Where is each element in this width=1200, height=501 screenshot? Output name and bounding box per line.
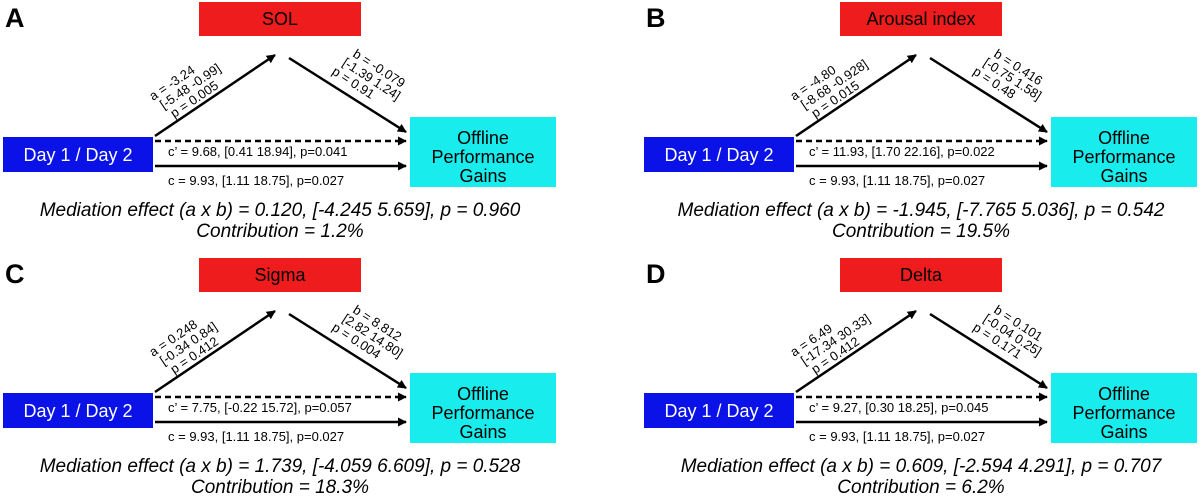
- predictor-label: Day 1 / Day 2: [23, 145, 132, 165]
- mediator-label: Arousal index: [866, 9, 975, 29]
- path-a-arrow: [154, 309, 276, 394]
- path-b-stats: b = 0.101[-0.04 0.25]p = 0.171: [970, 302, 1045, 362]
- mediator-box: Sigma: [199, 258, 361, 292]
- path-b-stats: b = -0.079[-1.39 1.24]p = 0.91: [329, 46, 407, 103]
- panel-a: A SOL Day 1 / Day 2 OfflinePerformanceGains…: [3, 2, 556, 242]
- outcome-label-line: Performance: [431, 403, 534, 423]
- predictor-box-fill: [644, 393, 794, 428]
- outcome-box-fill: [410, 373, 556, 443]
- total-effect-stat: c = 9.93, [1.11 18.75], p=0.027: [168, 429, 344, 444]
- path-a-stats: a = 6.49[-17.34 30.33]p = 0.412: [787, 311, 872, 377]
- contribution: Contribution = 18.3%: [191, 477, 369, 498]
- predictor-box-fill: [644, 137, 794, 172]
- predictor-box: Day 1 / Day 2: [644, 393, 794, 428]
- direct-effect-stat: c’ = 9.68, [0.41 18.94], p=0.041: [168, 144, 348, 159]
- predictor-label: Day 1 / Day 2: [23, 401, 132, 421]
- mediator-label: Sigma: [254, 265, 306, 285]
- predictor-box: Day 1 / Day 2: [644, 137, 794, 172]
- predictor-box: Day 1 / Day 2: [3, 137, 153, 172]
- mediation-effect: Mediation effect (a x b) = 1.739, [-4.05…: [40, 456, 521, 477]
- path-b-arrow: [288, 56, 407, 134]
- mediator-box-fill: [199, 258, 361, 292]
- mediation-effect: Mediation effect (a x b) = 0.120, [-4.24…: [40, 200, 521, 221]
- path-b-arrow: [288, 312, 407, 390]
- path-b-stats: b = 8.812[2.82 14.80]p = 0.004: [329, 302, 405, 362]
- mediator-box-fill: [840, 2, 1002, 36]
- outcome-label-line: Gains: [459, 422, 506, 442]
- predictor-box: Day 1 / Day 2: [3, 393, 153, 428]
- path-b-arrow: [929, 312, 1048, 390]
- predictor-box-fill: [3, 393, 153, 428]
- mediator-box: Arousal index: [840, 2, 1002, 36]
- panel-letter: B: [646, 3, 666, 33]
- outcome-box-fill: [1051, 117, 1197, 187]
- panel-letter: D: [646, 259, 666, 289]
- mediator-box-fill: [199, 2, 361, 36]
- outcome-label-line: Gains: [1100, 166, 1147, 186]
- direct-effect-stat: c’ = 11.93, [1.70 22.16], p=0.022: [809, 144, 995, 159]
- path-a-arrow: [795, 309, 917, 394]
- mediator-label: SOL: [262, 9, 298, 29]
- contribution: Contribution = 19.5%: [832, 221, 1010, 242]
- outcome-label-line: Gains: [459, 166, 506, 186]
- mediator-box-fill: [840, 258, 1002, 292]
- path-a-arrow: [795, 53, 917, 138]
- panel-letter: A: [5, 3, 25, 33]
- path-a-arrow: [154, 53, 276, 138]
- direct-effect-stat: c’ = 9.27, [0.30 18.25], p=0.045: [809, 400, 989, 415]
- path-b-stats: b = 0.416[-0.75 1.58]p = 0.48: [970, 46, 1045, 103]
- mediator-box: Delta: [840, 258, 1002, 292]
- predictor-box-fill: [3, 137, 153, 172]
- path-a-stats: a = -4.80[-8.68 -0.928]p = 0.015: [787, 56, 870, 120]
- total-effect-stat: c = 9.93, [1.11 18.75], p=0.027: [809, 429, 985, 444]
- mediator-label: Delta: [900, 265, 943, 285]
- outcome-box-fill: [1051, 373, 1197, 443]
- outcome-box-fill: [410, 117, 556, 187]
- direct-effect-stat: c’ = 7.75, [-0.22 15.72], p=0.057: [168, 400, 352, 415]
- mediator-box: SOL: [199, 2, 361, 36]
- contribution: Contribution = 1.2%: [196, 221, 364, 242]
- panel-letter: C: [5, 259, 25, 289]
- total-effect-stat: c = 9.93, [1.11 18.75], p=0.027: [168, 173, 344, 188]
- outcome-label-line: Offline: [457, 384, 509, 404]
- predictor-label: Day 1 / Day 2: [664, 145, 773, 165]
- contribution: Contribution = 6.2%: [837, 477, 1005, 498]
- outcome-label-line: Performance: [1072, 403, 1175, 423]
- mediation-effect: Mediation effect (a x b) = -1.945, [-7.7…: [678, 200, 1165, 221]
- outcome-label-line: Performance: [431, 147, 534, 167]
- total-effect-stat: c = 9.93, [1.11 18.75], p=0.027: [809, 173, 985, 188]
- outcome-label-line: Gains: [1100, 422, 1147, 442]
- outcome-label-line: Offline: [457, 128, 509, 148]
- outcome-label-line: Offline: [1098, 384, 1150, 404]
- outcome-label-line: Performance: [1072, 147, 1175, 167]
- mediation-effect: Mediation effect (a x b) = 0.609, [-2.59…: [681, 456, 1163, 477]
- predictor-label: Day 1 / Day 2: [664, 401, 773, 421]
- path-b-arrow: [929, 56, 1048, 134]
- outcome-label-line: Offline: [1098, 128, 1150, 148]
